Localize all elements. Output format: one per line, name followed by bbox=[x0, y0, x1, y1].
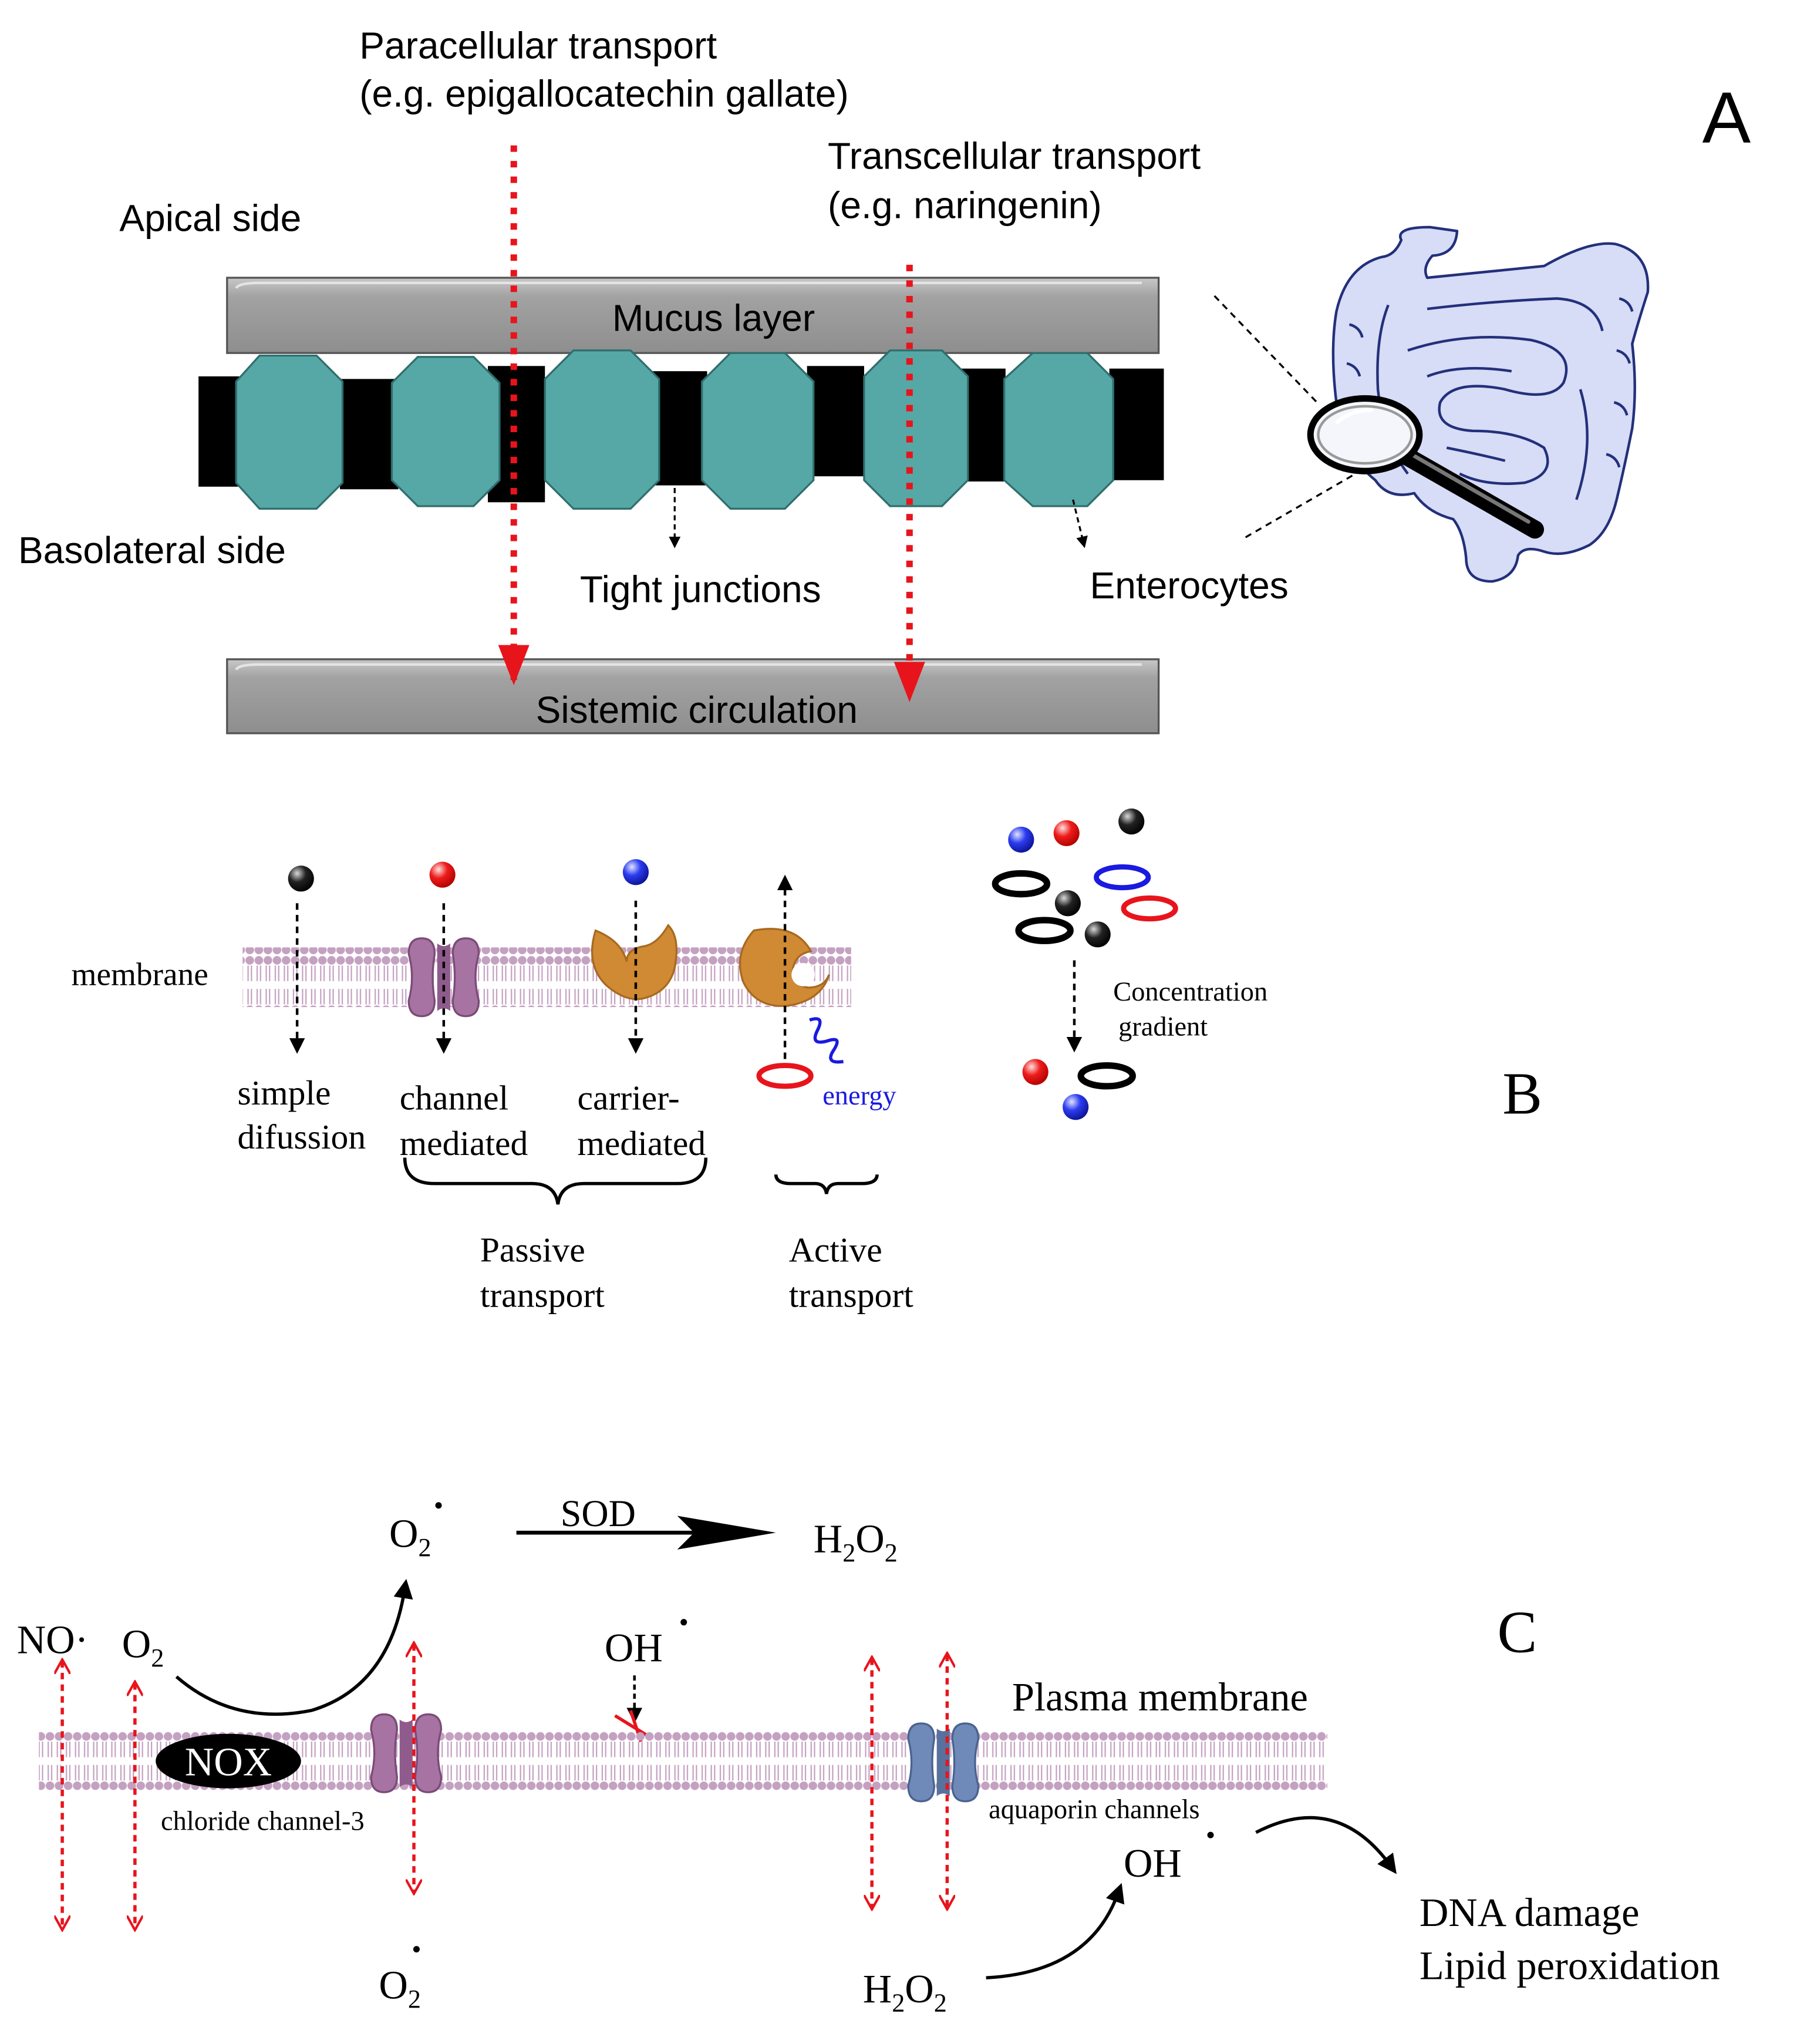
hydroxyl-bottom: OH bbox=[1124, 1841, 1182, 1885]
enterocyte-row bbox=[235, 349, 1114, 510]
black-molecule bbox=[288, 866, 314, 892]
superoxide-top-dot bbox=[435, 1502, 442, 1509]
high-concentration-cluster bbox=[992, 808, 1178, 948]
channel-mediated-line1: channel bbox=[400, 1079, 509, 1117]
hydroxyl-top: OH bbox=[605, 1625, 663, 1670]
carrier-mediated-line2: mediated bbox=[577, 1124, 706, 1163]
energy-label: energy bbox=[822, 1081, 896, 1111]
active-transport-line1: Active bbox=[789, 1230, 882, 1269]
h2o2-top: H2O2 bbox=[814, 1516, 898, 1567]
sod-arrowhead bbox=[677, 1516, 776, 1550]
paracellular-arrowhead bbox=[498, 645, 530, 685]
passive-transport-line2: transport bbox=[480, 1276, 605, 1315]
transcellular-arrowhead bbox=[894, 662, 925, 702]
superoxide-bottom-dot bbox=[413, 1946, 420, 1953]
panel-a: A Paracellular transport (e.g. epigalloc… bbox=[18, 24, 1751, 735]
carrier-protein bbox=[591, 924, 677, 1001]
lipid-peroxidation-label: Lipid peroxidation bbox=[1420, 1943, 1720, 1988]
sod-label: SOD bbox=[561, 1493, 636, 1534]
dna-damage-label: DNA damage bbox=[1420, 1890, 1640, 1935]
simple-diffusion-line1: simple bbox=[237, 1073, 331, 1112]
membrane-label: membrane bbox=[72, 957, 208, 992]
nox-label: NOX bbox=[185, 1739, 272, 1784]
gradient-line2: gradient bbox=[1118, 1012, 1208, 1042]
panel-b-letter: B bbox=[1502, 1060, 1542, 1126]
plasma-membrane-label: Plasma membrane bbox=[1012, 1675, 1308, 1719]
passive-transport-line1: Passive bbox=[480, 1230, 585, 1269]
panel-c: C O2 SOD H2O2 NO· O2 OH Plasma membrane … bbox=[17, 1493, 1720, 2018]
energy-wave bbox=[809, 1017, 844, 1064]
hydroxyl-top-dot bbox=[680, 1619, 687, 1626]
superoxide-bottom: O2 bbox=[379, 1963, 421, 2013]
paracellular-title: Paracellular transport bbox=[359, 24, 717, 66]
superoxide-top: O2 bbox=[389, 1511, 431, 1561]
panel-c-letter: C bbox=[1497, 1599, 1537, 1665]
mucus-layer-label: Mucus layer bbox=[612, 297, 815, 339]
carrier-mediated-line1: carrier- bbox=[577, 1079, 679, 1117]
circulation-layer: Sistemic circulation bbox=[226, 658, 1160, 735]
aquaporin-protein bbox=[907, 1722, 980, 1803]
zoom-line-top bbox=[1213, 295, 1318, 403]
circulation-label: Sistemic circulation bbox=[536, 689, 858, 731]
chloride-channel-label: chloride channel-3 bbox=[161, 1806, 365, 1836]
no-radical-label: NO· bbox=[17, 1618, 89, 1662]
active-brace bbox=[774, 1174, 879, 1194]
magnifying-glass-icon bbox=[1307, 395, 1545, 539]
active-transport-line2: transport bbox=[789, 1276, 913, 1315]
transcellular-example: (e.g. naringenin) bbox=[828, 184, 1102, 226]
panel-a-letter: A bbox=[1702, 78, 1751, 159]
tight-junctions-label: Tight junctions bbox=[580, 568, 821, 611]
simple-diffusion-line2: difussion bbox=[237, 1117, 366, 1156]
transcellular-title: Transcellular transport bbox=[828, 134, 1201, 177]
enterocytes-label: Enterocytes bbox=[1090, 564, 1288, 607]
low-concentration-cluster bbox=[1022, 1059, 1136, 1120]
enterocyte-pointer bbox=[1072, 499, 1088, 548]
nox-curved-arrow bbox=[175, 1578, 413, 1716]
h2o2-bottom: H2O2 bbox=[863, 1966, 947, 2017]
mucus-layer: Mucus layer bbox=[226, 277, 1160, 354]
aquaporin-label: aquaporin channels bbox=[989, 1794, 1200, 1824]
oxygen-label: O2 bbox=[122, 1621, 164, 1672]
damage-curved-arrow bbox=[1255, 1816, 1397, 1874]
h2o2-to-oh-arrow bbox=[986, 1883, 1125, 1980]
active-red-molecule bbox=[756, 1063, 814, 1089]
hydroxyl-bottom-dot bbox=[1207, 1831, 1214, 1838]
gradient-line1: Concentration bbox=[1113, 977, 1267, 1007]
chloride-channel-protein bbox=[370, 1713, 443, 1793]
blue-molecule bbox=[622, 859, 649, 885]
basolateral-side-label: Basolateral side bbox=[18, 529, 286, 571]
red-molecule bbox=[429, 861, 456, 888]
zoom-line-bottom bbox=[1245, 469, 1363, 538]
panel-b: B membrane energy simple difussion chann… bbox=[72, 808, 1542, 1315]
active-carrier-protein bbox=[739, 928, 830, 1007]
apical-side-label: Apical side bbox=[119, 197, 301, 239]
channel-mediated-line2: mediated bbox=[400, 1124, 528, 1163]
passive-brace bbox=[403, 1157, 708, 1205]
nox-enzyme bbox=[156, 1733, 301, 1789]
paracellular-example: (e.g. epigallocatechin gallate) bbox=[359, 72, 849, 115]
intestine-icon bbox=[1331, 225, 1650, 583]
